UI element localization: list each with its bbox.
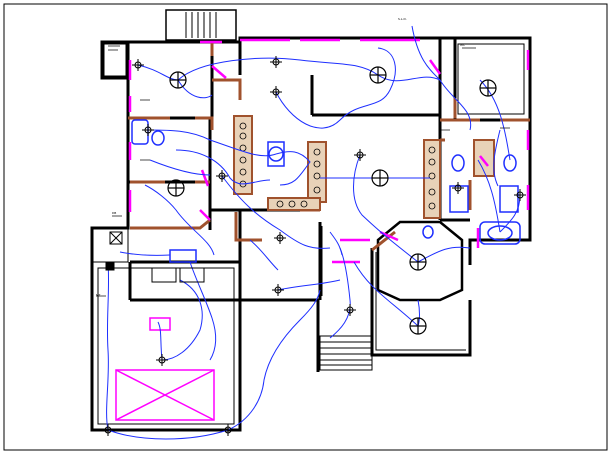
sheet-border	[3, 3, 608, 451]
thin-walls	[91, 43, 525, 425]
ceiling-light-icon	[167, 179, 185, 197]
entrance-steps	[319, 335, 373, 371]
ceiling-light-icon	[479, 79, 497, 97]
bay-window	[376, 220, 464, 302]
kitchen-counters	[233, 115, 495, 219]
meter-tag-label: MT	[96, 293, 101, 297]
annotation-marks	[96, 45, 510, 297]
wall-light-icon	[274, 232, 286, 244]
electrical-panels	[105, 231, 205, 283]
wall-light-icon	[272, 284, 284, 296]
wall-light-icon	[270, 86, 282, 98]
wiring-circuits	[106, 25, 521, 440]
wall-light-icon	[216, 170, 228, 182]
ceiling-light-icon	[371, 169, 389, 187]
ceiling-light-icon	[409, 253, 427, 271]
wc-tag-label: WC	[460, 43, 465, 47]
wood-partitions	[128, 42, 530, 252]
wall-light-icon	[222, 424, 234, 436]
wall-light-icon	[514, 189, 526, 201]
wall-light-icon	[102, 424, 114, 436]
windows	[128, 38, 530, 264]
ceiling-light-icon	[369, 66, 387, 84]
ceiling-light-icon	[169, 71, 187, 89]
wall-light-icon	[354, 149, 366, 161]
wall-light-icon	[344, 304, 356, 316]
db-tag-label: DB	[112, 211, 116, 215]
wall-light-icon	[142, 124, 154, 136]
bath-fixtures	[131, 119, 521, 263]
wall-light-icon	[452, 182, 464, 194]
wall-lights	[102, 56, 526, 436]
wall-light-icon	[132, 59, 144, 71]
panel-tag-label: PL.1	[104, 41, 110, 45]
ceiling-fixtures	[167, 66, 497, 335]
wall-light-icon	[270, 56, 282, 68]
walls	[90, 9, 532, 432]
ceiling-light-icon	[409, 317, 427, 335]
outlet-tag-label: S.L.D.	[398, 17, 407, 21]
wall-light-icon	[156, 354, 168, 366]
top-stair	[185, 12, 217, 38]
garage-car-bay	[115, 317, 215, 421]
